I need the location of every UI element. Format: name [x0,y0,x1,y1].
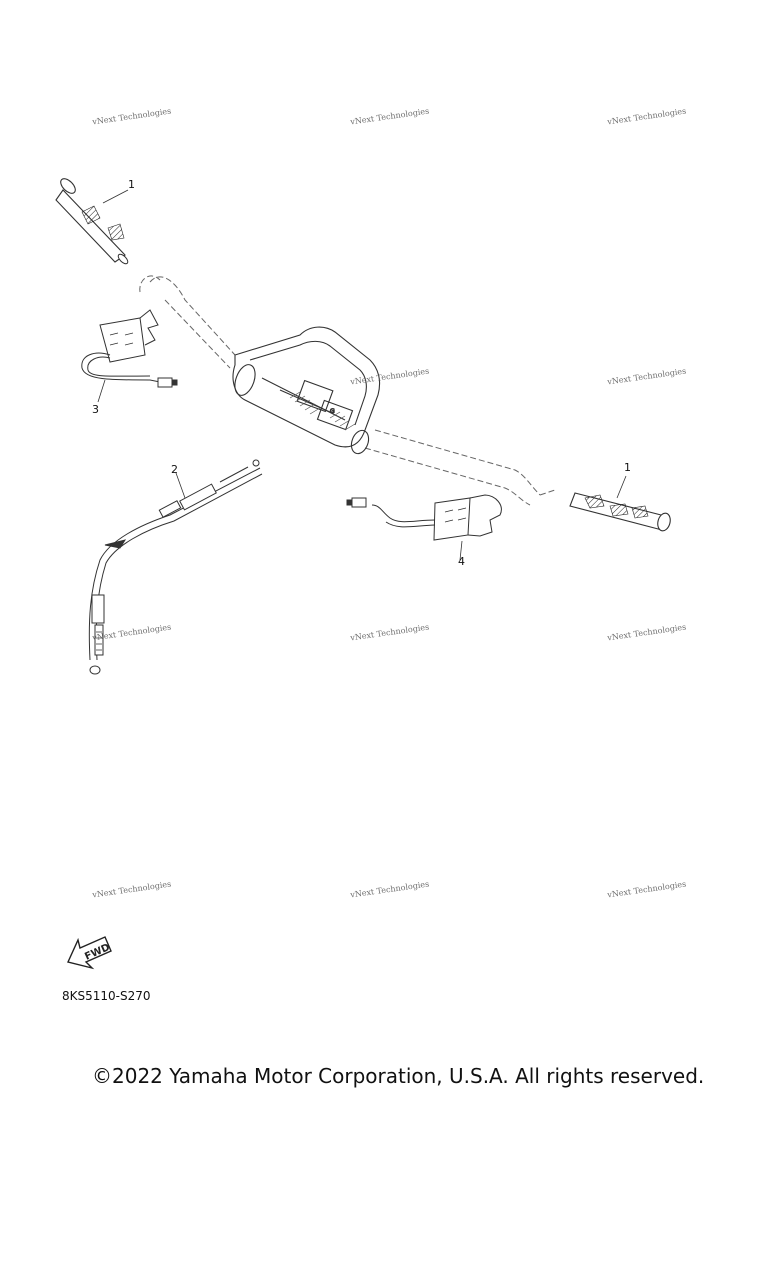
callout-cable: 2 [171,463,178,476]
handlebar-outline [139,275,556,506]
grip-left [55,178,129,265]
svg-text:G: G [330,408,335,415]
callout-grip-right: 1 [624,461,631,474]
grip-heater-left [81,309,178,403]
grip-right [569,475,671,532]
callout-heater-left: 3 [92,403,99,416]
handlebar-center: G [232,326,381,455]
grip-heater-right [346,494,502,561]
forward-arrow-icon: FWD [67,936,112,970]
part-code: 8KS5110-S270 [62,989,151,1003]
callout-heater-right: 4 [458,555,465,568]
copyright-notice: ©2022 Yamaha Motor Corporation, U.S.A. A… [92,1064,705,1088]
throttle-cable [88,459,263,675]
callout-grip-left: 1 [128,178,135,191]
